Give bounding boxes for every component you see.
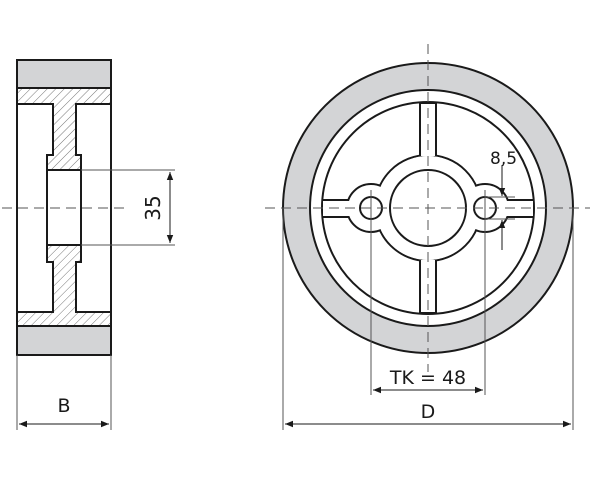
diameter-label: D: [421, 401, 436, 423]
width-dimension-label: B: [57, 395, 70, 417]
pitch-circle-label: TK = 48: [389, 367, 466, 389]
tread-top: [16, 59, 112, 89]
side-view: [16, 59, 112, 356]
tread-bottom: [16, 325, 112, 356]
front-dimensions: [265, 44, 590, 430]
hole-dimension-label: 8,5: [490, 149, 517, 169]
bore-dimension-label: 35: [141, 195, 165, 220]
side-dimensions: [2, 169, 175, 430]
